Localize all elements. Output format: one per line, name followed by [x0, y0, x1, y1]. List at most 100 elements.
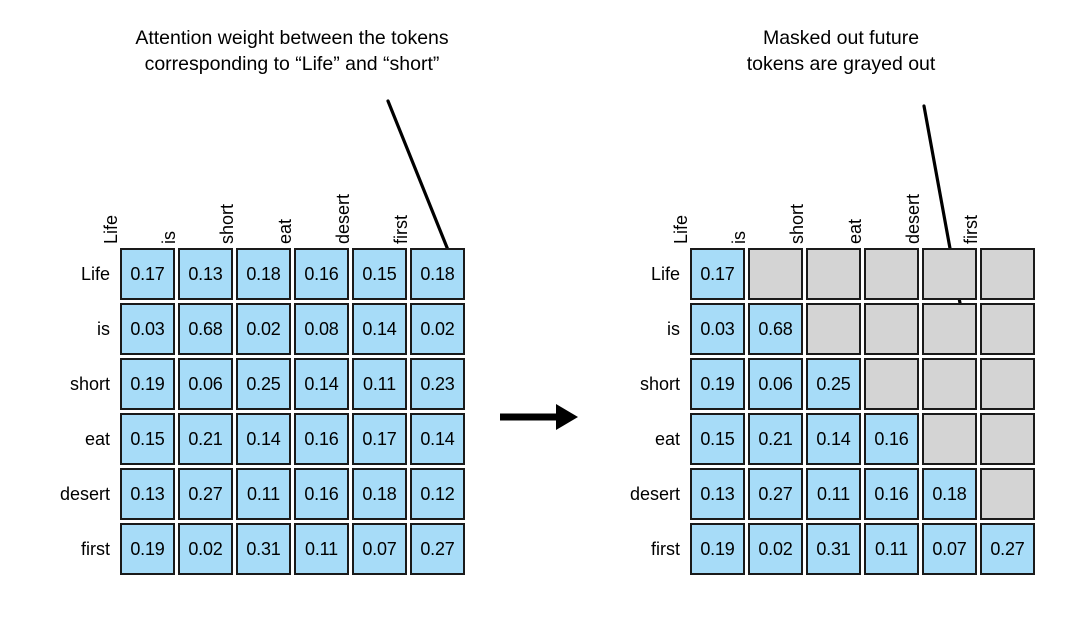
attention-cell: 0.02 — [410, 303, 465, 355]
attention-cell: 0.15 — [690, 413, 745, 465]
row-header-is: is — [667, 319, 680, 339]
attention-cell: 0.18 — [410, 248, 465, 300]
attention-cell: 0.14 — [236, 413, 291, 465]
row-header-short: short — [69, 374, 110, 394]
attention-cell: 0.27 — [410, 523, 465, 575]
attention-cell: 0.13 — [690, 468, 745, 520]
attention-cell: 0.17 — [352, 413, 407, 465]
transform-arrow-icon — [500, 404, 578, 430]
attention-cell: 0.14 — [294, 358, 349, 410]
column-header-label: desert — [333, 193, 353, 244]
attention-cell: 0.18 — [352, 468, 407, 520]
matrix-row: Life 0.17 — [600, 248, 1038, 300]
attention-cell: 0.02 — [178, 523, 233, 575]
masked-cell — [748, 248, 803, 300]
attention-cell: 0.16 — [294, 413, 349, 465]
attention-cell: 0.03 — [690, 303, 745, 355]
row-header-life: Life — [650, 264, 680, 284]
column-header-label: eat — [275, 218, 295, 244]
right-caption: Masked out future tokens are grayed out — [746, 27, 936, 75]
column-header-label: Life — [671, 214, 691, 244]
attention-cell: 0.11 — [236, 468, 291, 520]
column-header-label: short — [217, 203, 237, 244]
attention-cell: 0.11 — [806, 468, 861, 520]
row-header-first: first — [81, 539, 110, 559]
masked-cell — [980, 358, 1035, 410]
row-header-short: short — [639, 374, 680, 394]
attention-cell: 0.19 — [690, 358, 745, 410]
column-header-label: desert — [903, 193, 923, 244]
masked-cell — [980, 303, 1035, 355]
attention-cell: 0.13 — [120, 468, 175, 520]
attention-cell: 0.19 — [120, 358, 175, 410]
attention-cell: 0.11 — [864, 523, 919, 575]
attention-cell: 0.27 — [980, 523, 1035, 575]
masked-cell — [922, 303, 977, 355]
masked-cell — [806, 248, 861, 300]
attention-cell: 0.16 — [864, 413, 919, 465]
attention-cell: 0.18 — [236, 248, 291, 300]
attention-cell: 0.68 — [178, 303, 233, 355]
masked-cell — [980, 468, 1035, 520]
column-header-label: short — [787, 203, 807, 244]
attention-cell: 0.31 — [236, 523, 291, 575]
attention-cell: 0.12 — [410, 468, 465, 520]
attention-cell: 0.15 — [120, 413, 175, 465]
attention-cell: 0.27 — [178, 468, 233, 520]
attention-cell: 0.17 — [690, 248, 745, 300]
attention-cell: 0.19 — [690, 523, 745, 575]
attention-cell: 0.25 — [236, 358, 291, 410]
attention-cell: 0.08 — [294, 303, 349, 355]
column-header-first: first — [391, 170, 465, 248]
attention-cell: 0.07 — [922, 523, 977, 575]
attention-cell: 0.03 — [120, 303, 175, 355]
attention-cell: 0.15 — [352, 248, 407, 300]
masked-cell — [864, 303, 919, 355]
column-header-label: is — [729, 231, 749, 244]
masked-cell — [806, 303, 861, 355]
masked-cell — [922, 358, 977, 410]
attention-cell: 0.18 — [922, 468, 977, 520]
attention-cell: 0.16 — [294, 468, 349, 520]
row-header-desert: desert — [59, 484, 110, 504]
masked-cell — [864, 248, 919, 300]
column-header-label: Life — [101, 214, 121, 244]
row-header-is: is — [97, 319, 110, 339]
attention-cell: 0.13 — [178, 248, 233, 300]
masked-cell — [922, 413, 977, 465]
attention-cell: 0.02 — [748, 523, 803, 575]
column-header-label: first — [961, 215, 981, 244]
column-header-first: first — [961, 170, 1035, 248]
column-header-label: eat — [845, 218, 865, 244]
masked-cell — [864, 358, 919, 410]
attention-cell: 0.23 — [410, 358, 465, 410]
attention-cell: 0.14 — [352, 303, 407, 355]
attention-cell: 0.07 — [352, 523, 407, 575]
attention-cell: 0.27 — [748, 468, 803, 520]
attention-cell: 0.68 — [748, 303, 803, 355]
masked-cell — [980, 248, 1035, 300]
attention-cell: 0.31 — [806, 523, 861, 575]
column-header-label: first — [391, 215, 411, 244]
masked-cell — [980, 413, 1035, 465]
masked-cell — [922, 248, 977, 300]
row-header-first: first — [651, 539, 680, 559]
attention-cell: 0.17 — [120, 248, 175, 300]
row-header-desert: desert — [629, 484, 680, 504]
attention-cell: 0.21 — [178, 413, 233, 465]
attention-cell: 0.19 — [120, 523, 175, 575]
attention-cell: 0.14 — [806, 413, 861, 465]
attention-cell: 0.06 — [178, 358, 233, 410]
attention-cell: 0.16 — [294, 248, 349, 300]
